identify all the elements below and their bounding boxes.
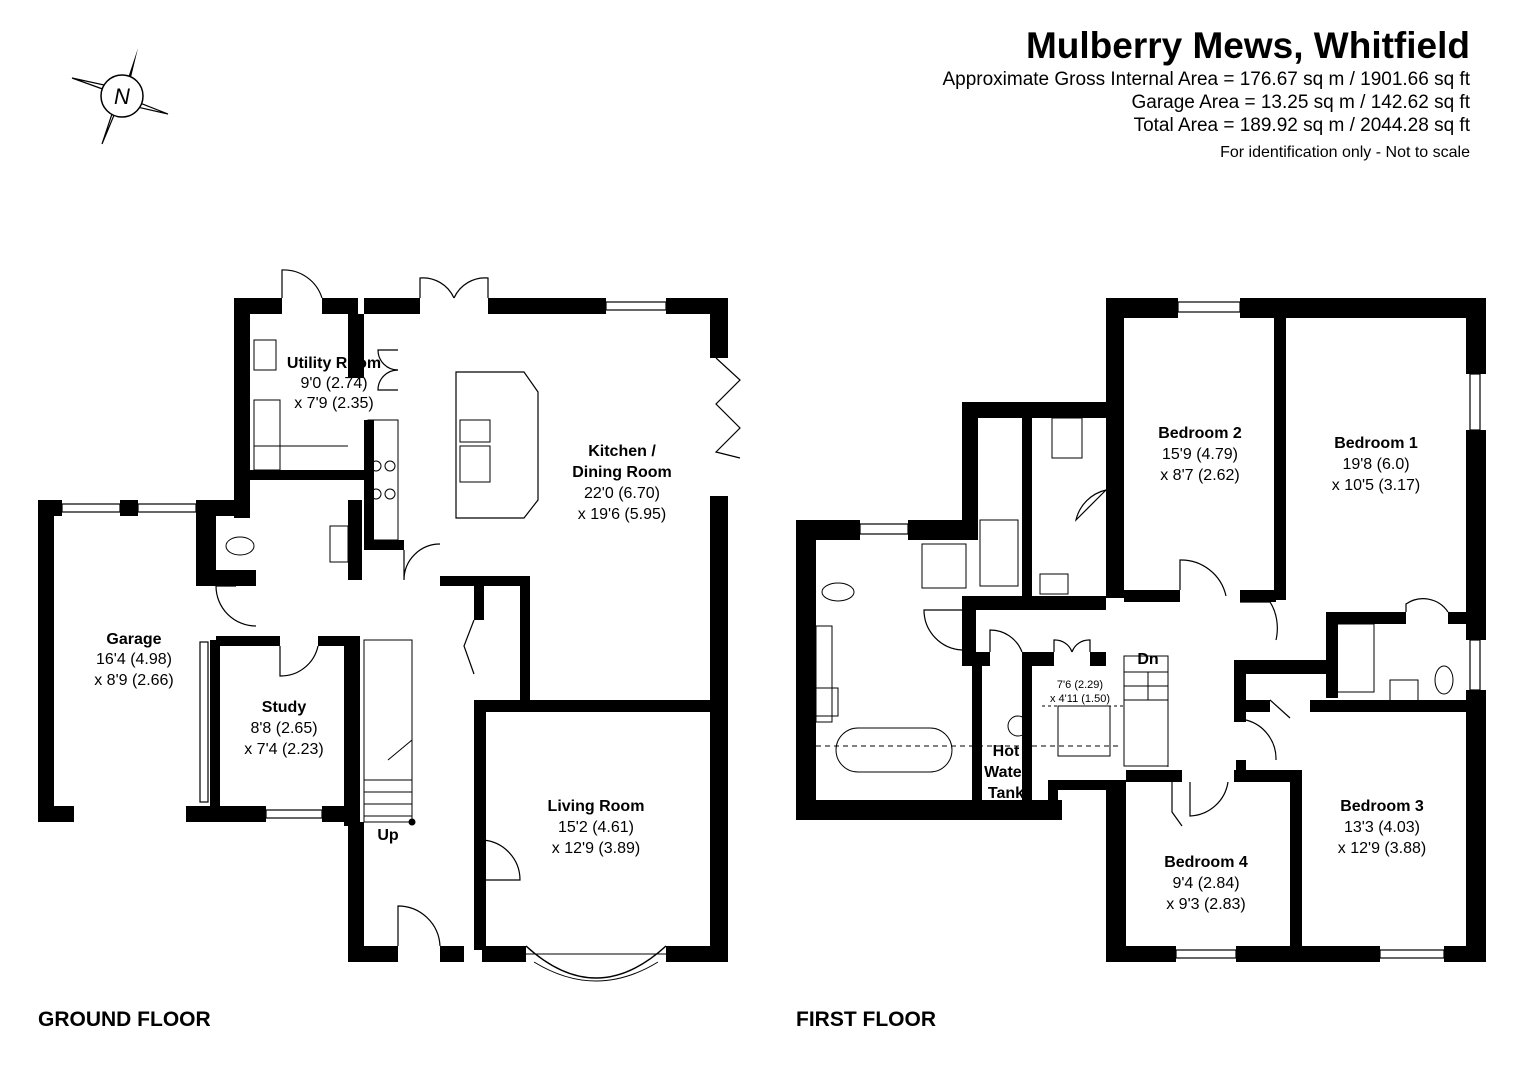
wardrobe-dim2: x 4'11 (1.50) (1050, 693, 1110, 705)
bedroom1-dim1: 19'8 (6.0) (1342, 456, 1409, 473)
property-title: Mulberry Mews, Whitfield (1025, 25, 1470, 66)
identification-note: For identification only - Not to scale (1220, 144, 1470, 161)
utility-room-name: Utility Room (287, 355, 381, 372)
hot-water-line1: Hot (993, 743, 1020, 760)
compass-letter: N (114, 84, 130, 109)
bedroom3-name: Bedroom 3 (1340, 798, 1424, 815)
stairs-up-label: Up (377, 827, 399, 844)
first-floor-plan: Bedroom 2 15'9 (4.79) x 8'7 (2.62) Bedro… (796, 298, 1486, 962)
kitchen-dim1: 22'0 (6.70) (584, 485, 660, 502)
living-room-dim1: 15'2 (4.61) (558, 819, 634, 836)
bedroom1-dim2: x 10'5 (3.17) (1332, 477, 1420, 494)
garage-name: Garage (106, 631, 161, 648)
kitchen-dim2: x 19'6 (5.95) (578, 506, 666, 523)
bedroom2-dim2: x 8'7 (2.62) (1160, 467, 1240, 484)
living-room-name: Living Room (548, 798, 645, 815)
utility-room-dim2: x 7'9 (2.35) (294, 395, 374, 412)
bedroom2-dim1: 15'9 (4.79) (1162, 446, 1238, 463)
bedroom4-dim2: x 9'3 (2.83) (1166, 896, 1246, 913)
kitchen-name-line1: Kitchen / (588, 443, 656, 460)
ground-floor-label: GROUND FLOOR (38, 1008, 211, 1031)
header: Mulberry Mews, Whitfield Approximate Gro… (942, 24, 1470, 163)
study-dim1: 8'8 (2.65) (250, 720, 317, 737)
living-room-dim2: x 12'9 (3.89) (552, 840, 640, 857)
wardrobe-dim1: 7'6 (2.29) (1057, 679, 1103, 691)
study-name: Study (262, 699, 307, 716)
bedroom3-dim2: x 12'9 (3.88) (1338, 840, 1426, 857)
utility-room-dim1: 9'0 (2.74) (300, 375, 367, 392)
bedroom2-name: Bedroom 2 (1158, 425, 1242, 442)
garage-dim1: 16'4 (4.98) (96, 651, 172, 668)
hot-water-line3: Tank (988, 785, 1024, 802)
ground-floor-plan: Utility Room 9'0 (2.74) x 7'9 (2.35) Kit… (38, 269, 741, 982)
garage-area: Garage Area = 13.25 sq m / 142.62 sq ft (1131, 92, 1470, 113)
bedroom4-dim1: 9'4 (2.84) (1172, 875, 1239, 892)
total-area: Total Area = 189.92 sq m / 2044.28 sq ft (1133, 115, 1470, 136)
stairs-down-label: Dn (1137, 651, 1158, 668)
kitchen-name-line2: Dining Room (572, 464, 672, 481)
gross-area: Approximate Gross Internal Area = 176.67… (942, 69, 1470, 90)
garage-dim2: x 8'9 (2.66) (94, 672, 174, 689)
compass-icon: N (71, 48, 169, 145)
bedroom3-dim1: 13'3 (4.03) (1344, 819, 1420, 836)
first-floor-label: FIRST FLOOR (796, 1008, 936, 1031)
study-dim2: x 7'4 (2.23) (244, 741, 324, 758)
hot-water-line2: Water (984, 764, 1028, 781)
bedroom4-name: Bedroom 4 (1164, 854, 1248, 871)
bedroom1-name: Bedroom 1 (1334, 435, 1418, 452)
